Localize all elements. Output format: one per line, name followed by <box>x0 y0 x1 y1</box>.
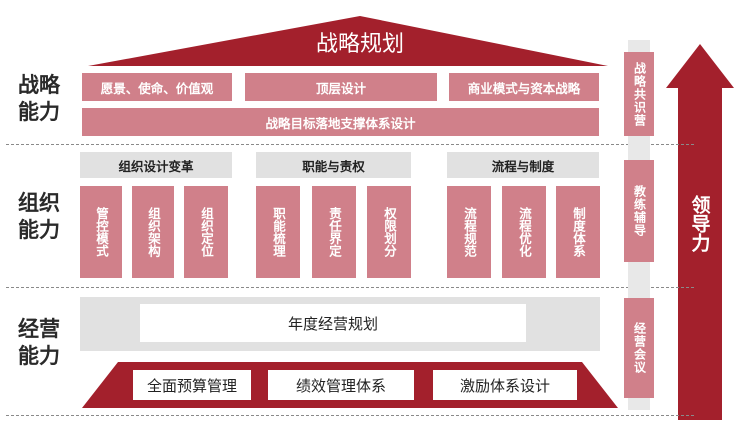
org-header-1: 组织设计变革 <box>80 152 232 178</box>
row-label-org: 组织 能力 <box>18 191 60 242</box>
strategy-box-top-design: 顶层设计 <box>245 73 437 101</box>
side-box-meeting: 经营会议 <box>624 298 654 398</box>
row-label-strategy: 战略 能力 <box>18 73 60 124</box>
separator-1 <box>6 144 694 145</box>
ops-base-performance: 绩效管理体系 <box>268 370 414 400</box>
side-box-consensus: 战略共识营 <box>624 52 654 136</box>
leadership-arrow <box>666 44 734 420</box>
org-item-3-3: 制度体系 <box>556 186 600 278</box>
org-item-1-3: 组织定位 <box>184 186 228 278</box>
strategy-box-vision: 愿景、使命、价值观 <box>82 73 232 101</box>
leadership-label: 领导力 <box>688 194 711 252</box>
org-item-1-1: 管控模式 <box>80 186 122 278</box>
org-item-2-2: 责任界定 <box>312 186 356 278</box>
org-header-2: 职能与责权 <box>256 152 411 178</box>
ops-plan-box: 年度经营规划 <box>140 304 526 342</box>
strategy-box-business-model: 商业模式与资本战略 <box>449 73 599 101</box>
org-item-2-1: 职能梳理 <box>256 186 300 278</box>
roof-triangle <box>88 16 608 66</box>
org-item-3-2: 流程优化 <box>502 186 546 278</box>
org-item-1-2: 组织架构 <box>132 186 174 278</box>
ops-base-incentive: 激励体系设计 <box>433 370 577 400</box>
side-box-coaching: 教练辅导 <box>624 160 654 262</box>
ops-base-budget: 全面预算管理 <box>133 370 251 400</box>
row-label-ops: 经营 能力 <box>18 317 60 368</box>
separator-2 <box>6 287 694 288</box>
strategy-bar: 战略目标落地支撑体系设计 <box>82 108 599 136</box>
org-header-3: 流程与制度 <box>447 152 599 178</box>
page-title: 战略规划 <box>315 32 404 57</box>
separator-3 <box>6 415 694 416</box>
org-item-2-3: 权限划分 <box>367 186 411 278</box>
org-item-3-1: 流程规范 <box>447 186 491 278</box>
